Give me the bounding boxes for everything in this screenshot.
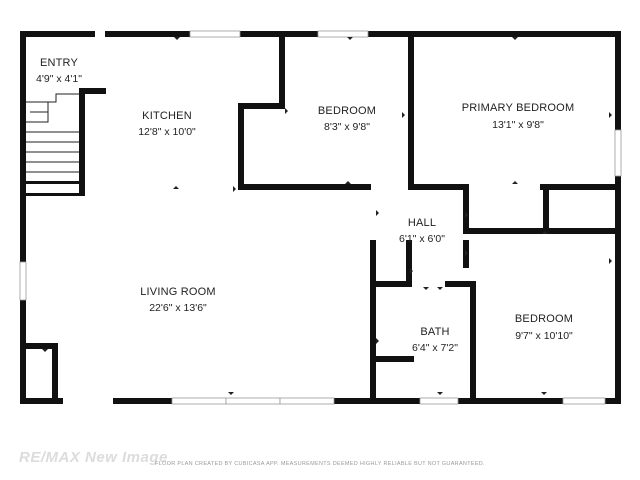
floorplan-disclaimer: FLOOR PLAN CREATED BY CUBICASA APP. MEAS… xyxy=(155,461,485,467)
room-dims-living-room: 22'6" x 13'6" xyxy=(149,302,207,314)
room-dims-primary-bedroom: 13'1" x 9'8" xyxy=(492,119,544,131)
entry-wall xyxy=(79,90,85,196)
room-dims-entry: 4'9" x 4'1" xyxy=(36,73,82,85)
stair-wall-bottom xyxy=(26,181,85,184)
room-name-bedroom-2: BEDROOM xyxy=(515,313,573,325)
bedroom-primary-wall xyxy=(408,37,414,190)
room-dims-bedroom-1: 8'3" x 9'8" xyxy=(324,121,370,133)
room-name-living-room: LIVING ROOM xyxy=(140,286,216,298)
closet-wall-a xyxy=(463,184,469,234)
bath-wall-top-right xyxy=(445,281,474,287)
room-name-primary-bedroom: PRIMARY BEDROOM xyxy=(462,102,575,114)
room-name-entry: ENTRY xyxy=(40,57,79,69)
room-dims-bath: 6'4" x 7'2" xyxy=(412,342,458,354)
room-name-kitchen: KITCHEN xyxy=(142,110,192,122)
hall-wall-left xyxy=(370,240,376,398)
closet-wall-b xyxy=(543,184,549,234)
window xyxy=(317,30,369,38)
primary-wall-bottom-right xyxy=(540,184,615,190)
window xyxy=(419,397,459,405)
window xyxy=(614,129,622,177)
exterior-wall-right xyxy=(615,31,621,404)
bath-bedroom-wall xyxy=(470,281,476,398)
windows xyxy=(19,30,622,405)
exterior-wall-left xyxy=(20,31,26,404)
walls xyxy=(20,31,621,404)
nook-wall-side xyxy=(52,343,58,398)
closet-wall-left xyxy=(238,103,244,190)
window xyxy=(171,397,227,405)
closet-wall-c xyxy=(463,228,615,234)
entry-wall-top xyxy=(79,88,106,94)
room-name-bath: BATH xyxy=(420,326,449,338)
room-dims-kitchen: 12'8" x 10'0" xyxy=(138,126,196,138)
room-name-hall: HALL xyxy=(408,217,436,229)
window xyxy=(279,397,335,405)
room-dims-bedroom-2: 9'7" x 10'10" xyxy=(515,330,573,342)
window xyxy=(19,261,27,301)
kitchen-bedroom-wall xyxy=(279,37,285,106)
wall-marks xyxy=(42,37,612,395)
entry-door-opening xyxy=(95,30,105,38)
stair-wall-lower xyxy=(26,193,85,196)
bath-wall-top xyxy=(370,281,412,287)
nook-wall-top xyxy=(26,343,58,349)
brand-watermark: RE/MAX New Image xyxy=(19,449,168,466)
room-name-bedroom-1: BEDROOM xyxy=(318,105,376,117)
door-openings xyxy=(63,30,113,404)
window xyxy=(189,30,241,38)
room-dims-hall: 6'1" x 6'0" xyxy=(399,233,445,245)
bath-closet-wall xyxy=(370,356,414,362)
hall-wall-mid xyxy=(406,240,412,284)
front-door-opening xyxy=(63,398,113,404)
closet-wall-top xyxy=(238,103,285,109)
primary-wall-bottom xyxy=(408,184,464,190)
stairs xyxy=(26,93,79,173)
window xyxy=(562,397,606,405)
room-labels: ENTRY 4'9" x 4'1" KITCHEN 12'8" x 10'0" … xyxy=(36,57,574,354)
bedroom-wall-bottom xyxy=(238,184,371,190)
window xyxy=(225,397,281,405)
